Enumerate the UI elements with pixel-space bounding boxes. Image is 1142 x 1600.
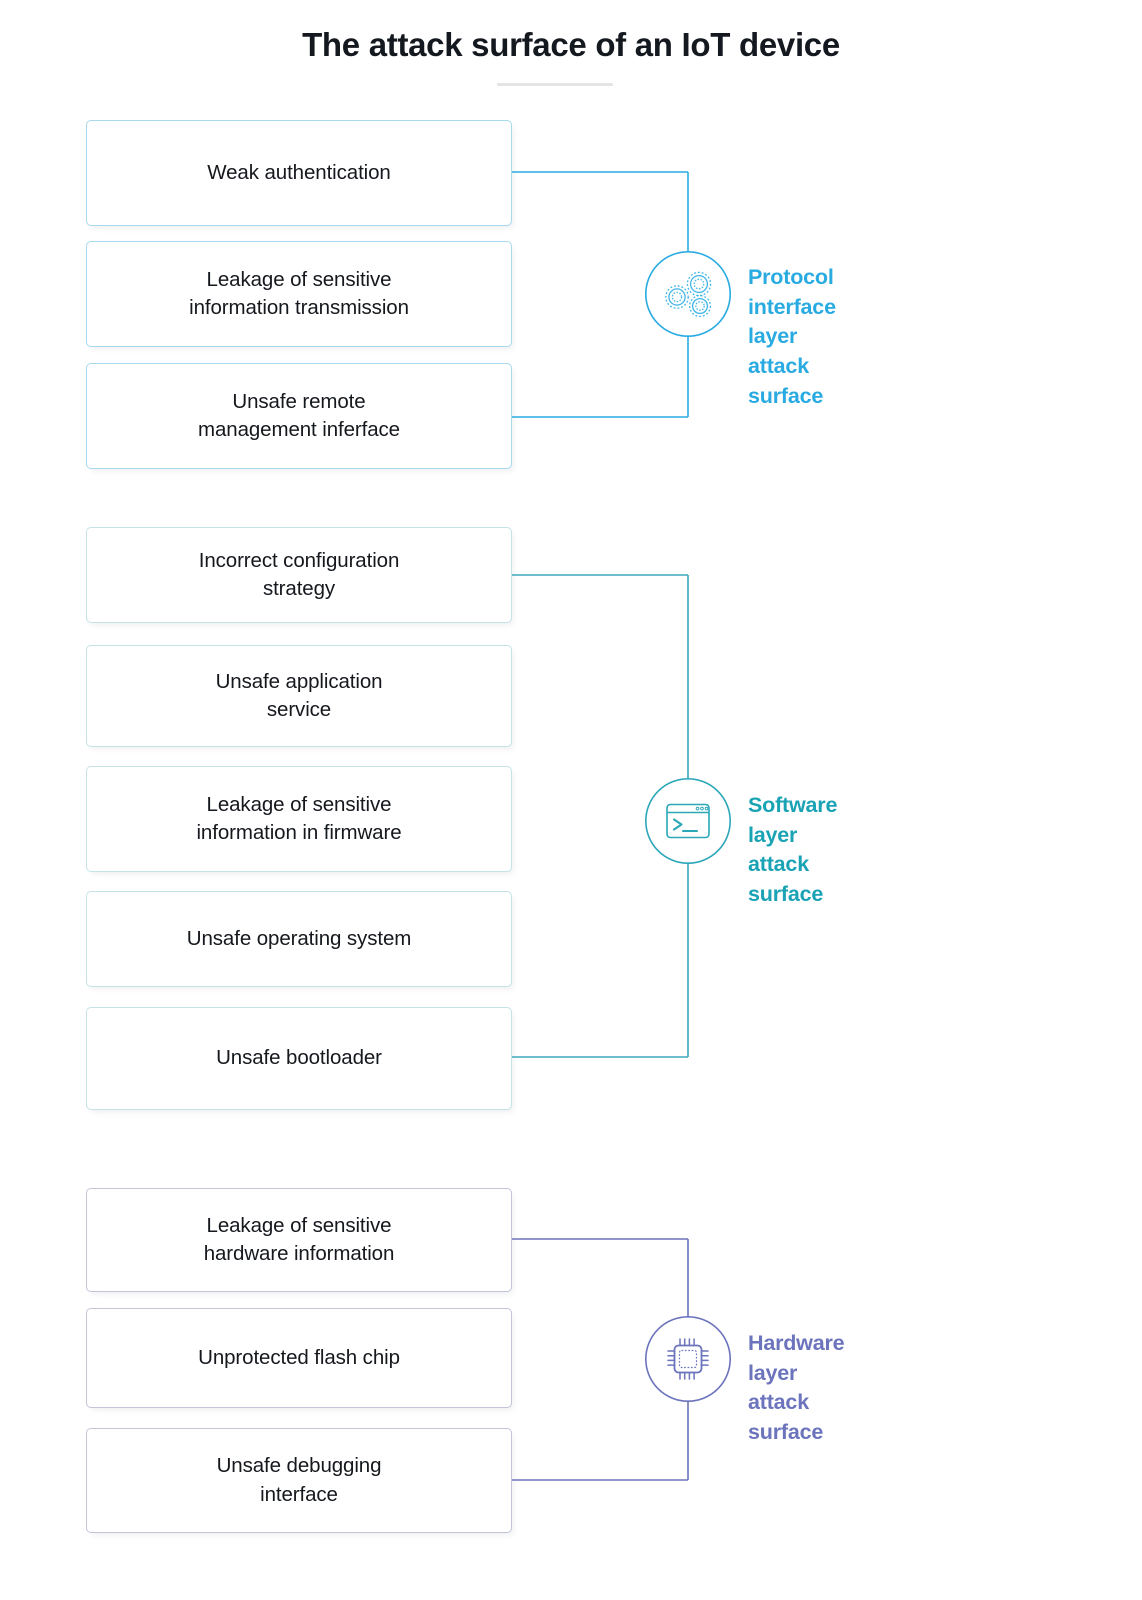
attack-surface-box[interactable]: Unsafe application service — [86, 645, 512, 747]
attack-surface-box-label: Unsafe debugging interface — [216, 1454, 382, 1506]
microchip-icon — [645, 1316, 731, 1402]
title-divider — [497, 83, 613, 86]
attack-surface-box-label: Leakage of sensitive information in firm… — [196, 792, 402, 844]
attack-surface-box-label: Unprotected flash chip — [198, 1345, 400, 1369]
attack-surface-box-label: Leakage of sensitive hardware informatio… — [203, 1213, 395, 1265]
attack-surface-box[interactable]: Unsafe remote management inferface — [86, 363, 512, 469]
attack-surface-box[interactable]: Leakage of sensitive hardware informatio… — [86, 1188, 512, 1292]
gears-icon — [645, 251, 731, 337]
layer-label-hardware: Hardware layer attack surface — [748, 1331, 845, 1444]
attack-surface-box[interactable]: Unsafe debugging interface — [86, 1428, 512, 1533]
attack-surface-box-label: Unsafe operating system — [186, 926, 412, 950]
attack-surface-box[interactable]: Unsafe bootloader — [86, 1007, 512, 1110]
attack-surface-box-label: Unsafe application service — [215, 669, 383, 721]
terminal-icon — [645, 778, 731, 864]
attack-surface-box[interactable]: Leakage of sensitive information in firm… — [86, 766, 512, 872]
attack-surface-box-label: Leakage of sensitive information transmi… — [189, 267, 409, 319]
attack-surface-box-label: Incorrect configuration strategy — [198, 548, 400, 600]
attack-surface-box[interactable]: Leakage of sensitive information transmi… — [86, 241, 512, 347]
layer-label-protocol: Protocol interface layer attack surface — [748, 265, 836, 408]
attack-surface-box-label: Unsafe bootloader — [216, 1046, 382, 1070]
attack-surface-box[interactable]: Unprotected flash chip — [86, 1308, 512, 1408]
layer-label-software: Software layer attack surface — [748, 793, 838, 906]
attack-surface-box[interactable]: Incorrect configuration strategy — [86, 527, 512, 623]
attack-surface-box[interactable]: Weak authentication — [86, 120, 512, 226]
page-title: The attack surface of an IoT device — [302, 26, 840, 63]
attack-surface-box-label: Unsafe remote management inferface — [198, 389, 400, 441]
attack-surface-box[interactable]: Unsafe operating system — [86, 891, 512, 987]
attack-surface-box-label: Weak authentication — [207, 160, 391, 184]
